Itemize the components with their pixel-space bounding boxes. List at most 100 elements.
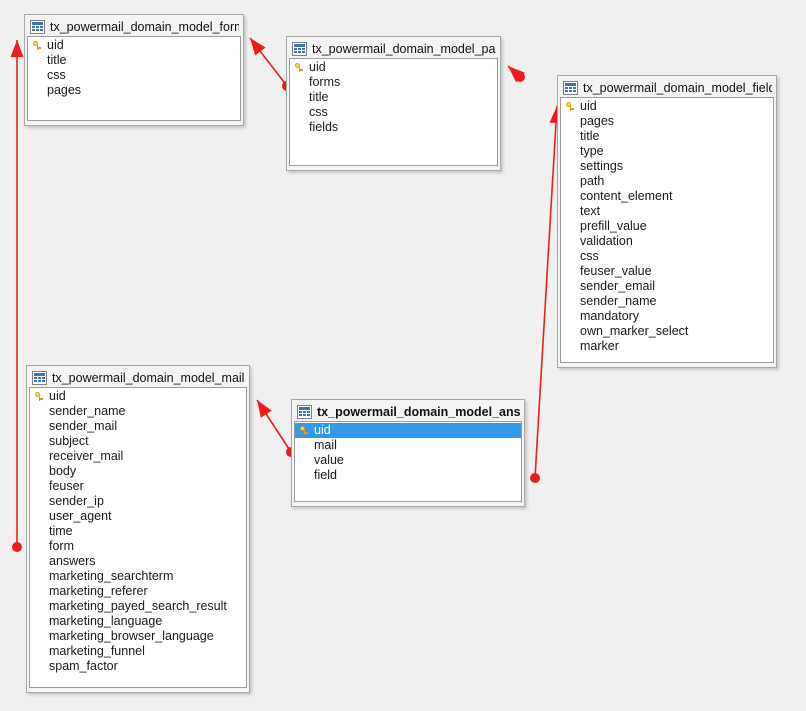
field-indent <box>33 495 46 508</box>
field-row[interactable]: body <box>30 464 246 479</box>
relation-source-dot <box>515 72 525 82</box>
relation-source-dot <box>12 542 22 552</box>
field-row[interactable]: uid <box>290 60 497 75</box>
field-label: feuser_value <box>580 264 652 278</box>
field-row[interactable]: css <box>28 68 240 83</box>
field-indent <box>33 420 46 433</box>
field-row[interactable]: sender_ip <box>30 494 246 509</box>
field-indent <box>33 645 46 658</box>
field-indent <box>293 106 306 119</box>
table-titlebar-answer[interactable]: tx_powermail_domain_model_answer <box>294 402 522 421</box>
field-label: time <box>49 524 73 538</box>
field-row[interactable]: fields <box>290 120 497 135</box>
field-indent <box>564 310 577 323</box>
field-row[interactable]: marketing_funnel <box>30 644 246 659</box>
field-label: marketing_funnel <box>49 644 145 658</box>
field-label: validation <box>580 234 633 248</box>
field-label: css <box>309 105 328 119</box>
table-icon <box>563 80 578 95</box>
field-indent <box>564 130 577 143</box>
primary-key-icon <box>293 61 306 74</box>
primary-key-icon <box>564 100 577 113</box>
table-title-text: tx_powermail_domain_model_forms <box>50 19 239 34</box>
field-row[interactable]: field <box>295 468 521 483</box>
field-indent <box>564 280 577 293</box>
field-label: sender_ip <box>49 494 104 508</box>
field-row[interactable]: time <box>30 524 246 539</box>
field-row[interactable]: marker <box>561 339 773 354</box>
field-row[interactable]: path <box>561 174 773 189</box>
field-row[interactable]: pages <box>28 83 240 98</box>
field-row[interactable]: uid <box>28 38 240 53</box>
table-titlebar-pages[interactable]: tx_powermail_domain_model_pages <box>289 39 498 58</box>
field-row[interactable]: spam_factor <box>30 659 246 674</box>
field-row[interactable]: type <box>561 144 773 159</box>
field-row[interactable]: text <box>561 204 773 219</box>
field-row[interactable]: title <box>290 90 497 105</box>
field-row[interactable]: css <box>290 105 497 120</box>
relation-mails-to-forms[interactable] <box>10 40 24 552</box>
field-indent <box>564 220 577 233</box>
field-row[interactable]: validation <box>561 234 773 249</box>
field-row[interactable]: mail <box>295 438 521 453</box>
field-label: pages <box>47 83 82 97</box>
field-row[interactable]: title <box>28 53 240 68</box>
field-row[interactable]: feuser <box>30 479 246 494</box>
field-row[interactable]: receiver_mail <box>30 449 246 464</box>
field-row[interactable]: marketing_searchterm <box>30 569 246 584</box>
field-row[interactable]: sender_name <box>30 404 246 419</box>
field-label: mail <box>314 438 337 452</box>
field-row[interactable]: content_element <box>561 189 773 204</box>
primary-key-icon <box>31 39 44 52</box>
field-row[interactable]: uid <box>561 99 773 114</box>
field-row[interactable]: answers <box>30 554 246 569</box>
field-row[interactable]: sender_email <box>561 279 773 294</box>
field-row[interactable]: uid <box>30 389 246 404</box>
field-row[interactable]: value <box>295 453 521 468</box>
field-indent <box>33 570 46 583</box>
field-row[interactable]: own_marker_select <box>561 324 773 339</box>
table-titlebar-forms[interactable]: tx_powermail_domain_model_forms <box>27 17 241 36</box>
table-titlebar-fields[interactable]: tx_powermail_domain_model_fields <box>560 78 774 97</box>
field-row[interactable]: marketing_payed_search_result <box>30 599 246 614</box>
field-row[interactable]: css <box>561 249 773 264</box>
field-row[interactable]: pages <box>561 114 773 129</box>
field-label: own_marker_select <box>580 324 689 338</box>
field-row[interactable]: subject <box>30 434 246 449</box>
field-row[interactable]: settings <box>561 159 773 174</box>
field-row[interactable]: title <box>561 129 773 144</box>
field-row[interactable]: marketing_referer <box>30 584 246 599</box>
field-label: fields <box>309 120 339 134</box>
field-label: answers <box>49 554 96 568</box>
field-row[interactable]: user_agent <box>30 509 246 524</box>
field-row[interactable]: sender_name <box>561 294 773 309</box>
field-row[interactable]: form <box>30 539 246 554</box>
field-indent <box>31 69 44 82</box>
field-row[interactable]: uid <box>295 423 521 438</box>
field-row[interactable]: prefill_value <box>561 219 773 234</box>
table-icon <box>32 370 47 385</box>
table-icon <box>292 41 307 56</box>
field-row[interactable]: marketing_browser_language <box>30 629 246 644</box>
field-indent <box>293 91 306 104</box>
field-row[interactable]: forms <box>290 75 497 90</box>
field-indent <box>33 615 46 628</box>
field-row[interactable]: sender_mail <box>30 419 246 434</box>
relation-fields-to-pages[interactable] <box>504 61 525 83</box>
relation-answer-to-mails[interactable] <box>252 396 296 457</box>
field-row[interactable]: marketing_language <box>30 614 246 629</box>
field-row[interactable]: mandatory <box>561 309 773 324</box>
field-row[interactable]: feuser_value <box>561 264 773 279</box>
table-titlebar-mails[interactable]: tx_powermail_domain_model_mails <box>29 368 247 387</box>
relation-pages-to-forms[interactable] <box>245 34 292 91</box>
